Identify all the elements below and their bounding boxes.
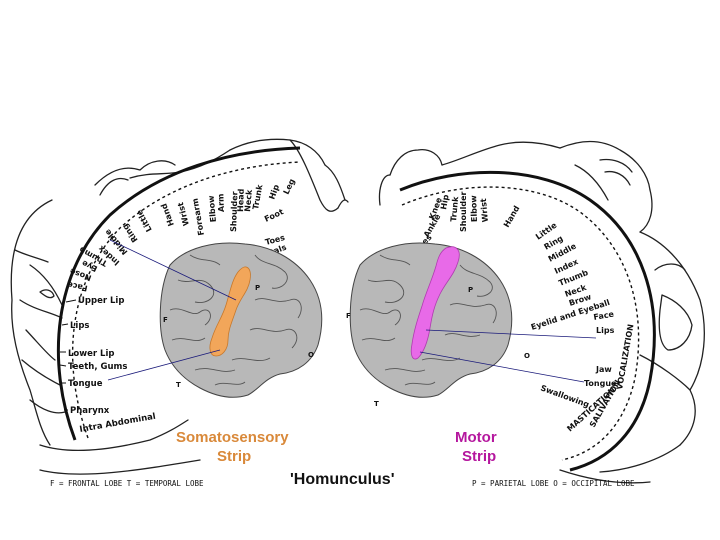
label-pharynx: Pharynx <box>70 406 110 416</box>
right-brain-outline <box>349 242 513 398</box>
label-foot: Foot <box>263 207 285 224</box>
label-shoulder: Shoulder <box>229 191 239 232</box>
label-head: Head <box>236 188 246 212</box>
label-lips-r: Lips <box>596 326 615 335</box>
label-trunk-r: Trunk <box>449 196 460 223</box>
label-hand-r: Hand <box>502 204 522 229</box>
label-tongue: Tongue <box>68 379 103 389</box>
motor-strip <box>410 246 460 360</box>
label-teeth-gums: Teeth, Gums <box>68 362 127 372</box>
motor-pointers <box>419 329 597 383</box>
legend-left: F = FRONTAL LOBE T = TEMPORAL LOBE <box>50 479 204 488</box>
lobe-letter-o-left: O <box>308 351 314 359</box>
somatosensory-ticks <box>59 299 77 411</box>
motor-arc <box>399 170 656 472</box>
label-lips: Lips <box>70 321 89 331</box>
label-hand: Hand <box>159 202 176 227</box>
lobe-letter-f-left: F <box>163 316 168 324</box>
label-hip-r: Hip <box>439 194 451 211</box>
label-wrist: Wrist <box>176 201 191 227</box>
label-elbow-r: Elbow <box>469 195 479 223</box>
left-brain-outline <box>159 242 323 398</box>
main-title: 'Homunculus' <box>290 471 395 488</box>
label-jaw-r: Jaw <box>595 365 612 374</box>
label-lower-lip: Lower Lip <box>68 349 114 359</box>
lobe-letter-f-right: F <box>346 312 351 320</box>
label-little: Little <box>134 208 153 234</box>
label-trunk: Trunk <box>251 183 264 210</box>
motor-title-line2: Strip <box>462 448 496 465</box>
homunculus-left-figure <box>10 138 349 475</box>
label-neck: Neck <box>243 189 254 213</box>
label-swallowing-r: Swallowing <box>539 383 590 409</box>
lobe-letter-o-right: O <box>524 352 530 360</box>
lobe-letter-t-right: T <box>374 400 379 408</box>
label-shoulder-r: Shoulder <box>459 191 468 232</box>
label-elbow: Elbow <box>207 195 218 223</box>
somatosensory-pointers <box>107 239 237 381</box>
lobe-letter-p-left: P <box>255 284 260 292</box>
label-hip: Hip <box>267 183 281 201</box>
lobe-letter-t-left: T <box>176 381 181 389</box>
label-arm: Arm <box>216 193 226 212</box>
somatosensory-title-line1: Somatosensory <box>176 429 289 446</box>
motor-title-line1: Motor <box>455 429 497 446</box>
somatosensory-arc <box>56 146 301 441</box>
label-vocalization-r: VOCALIZATION <box>615 323 635 390</box>
label-face-r: Face <box>593 309 615 322</box>
label-upper-lip: Upper Lip <box>78 296 124 306</box>
lobe-letter-p-right: P <box>468 286 473 294</box>
legend-right: P = PARIETAL LOBE O = OCCIPITAL LOBE <box>472 479 635 488</box>
label-tongue-r: Tongue <box>584 379 617 388</box>
label-wrist-r: Wrist <box>479 198 490 223</box>
homunculus-right-figure <box>378 140 705 484</box>
somatosensory-strip <box>209 266 251 357</box>
label-forearm: Forearm <box>191 198 206 237</box>
somatosensory-title-line2: Strip <box>217 448 251 465</box>
label-face: Face <box>66 280 89 293</box>
label-leg: Leg <box>282 177 297 196</box>
